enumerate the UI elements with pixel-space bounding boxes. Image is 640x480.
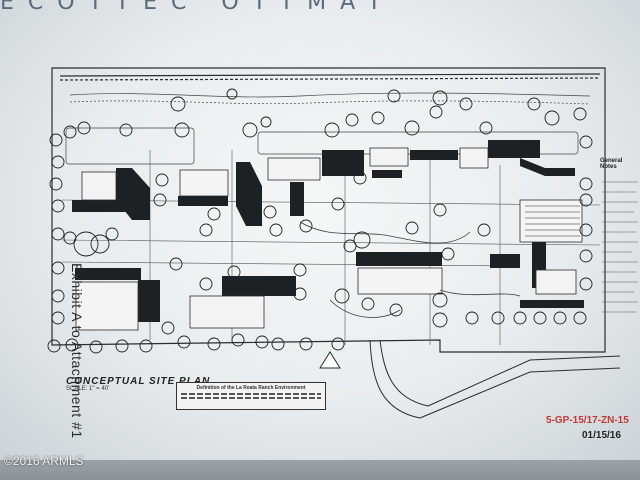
trees	[47, 88, 593, 354]
legend-title: Definition of the La Reata Ranch Environ…	[196, 385, 306, 391]
entry-drive	[319, 339, 621, 419]
building-outlines	[75, 147, 583, 331]
legend-line	[181, 397, 321, 399]
exhibit-side-label: Exhibit A to Attachment #1	[69, 263, 85, 439]
case-date: 01/15/16	[582, 430, 621, 441]
property-boundary	[51, 67, 606, 353]
roundabout	[73, 231, 99, 257]
top-banner: ECOTTEC OTTMAT	[0, 0, 395, 15]
case-number: 5-GP-15/17-ZN-15	[546, 415, 629, 426]
buildings	[72, 140, 584, 322]
plan-title: CONCEPTUAL SITE PLAN	[66, 376, 211, 387]
circulation-drives	[299, 221, 521, 318]
legend-box: Definition of the La Reata Ranch Environ…	[176, 382, 326, 410]
legend-line	[181, 393, 321, 395]
notes-lines	[602, 181, 638, 313]
notes-title: General Notes	[600, 158, 623, 170]
copyright-watermark: ©2016 ARMLS	[4, 454, 84, 468]
general-notes: General Notes	[600, 158, 640, 328]
parking-stalls	[525, 205, 580, 237]
plan-scale: SCALE: 1" = 40'	[66, 386, 110, 392]
